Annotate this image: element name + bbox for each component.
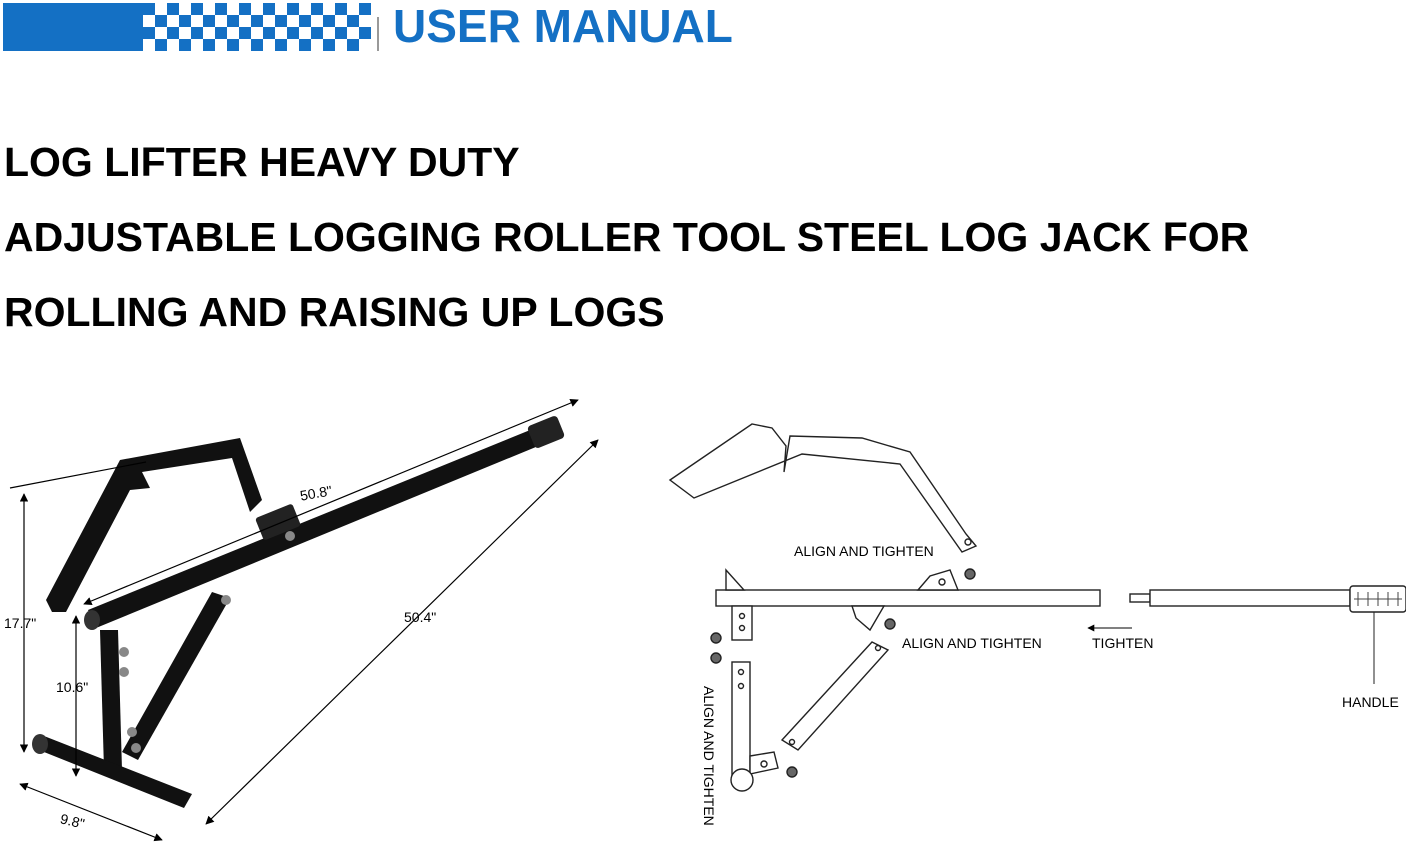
dim-overall-length: 50.4" [404,609,436,625]
product-title-line-1: LOG LIFTER HEAVY DUTY [4,139,520,185]
label-handle: HANDLE [1342,694,1399,710]
product-figure: 50.8" 50.4" 17.7" 10.6" 9.8" [4,399,1406,842]
product-title-line-3: ROLLING AND RAISING UP LOGS [4,289,665,335]
dim-height: 17.7" [4,615,36,631]
dim-foot-width: 9.8" [59,810,87,831]
manual-header: USER MANUAL [0,0,1406,60]
dim-handle-length: 50.8" [299,482,334,503]
label-align-tighten-top: ALIGN AND TIGHTEN [794,543,934,559]
product-title-line-2: ADJUSTABLE LOGGING ROLLER TOOL STEEL LOG… [4,214,1250,260]
header-title: USER MANUAL [393,0,733,52]
dimension-lines [9,399,599,842]
label-align-tighten-vertical: ALIGN AND TIGHTEN [701,686,717,826]
assembly-diagram [668,423,1406,792]
label-tighten: TIGHTEN [1092,635,1153,651]
label-align-tighten-middle: ALIGN AND TIGHTEN [902,635,1042,651]
dim-foot-height: 10.6" [56,679,88,695]
log-lifter-drawing [32,416,565,808]
checker-banner-icon [3,3,379,51]
